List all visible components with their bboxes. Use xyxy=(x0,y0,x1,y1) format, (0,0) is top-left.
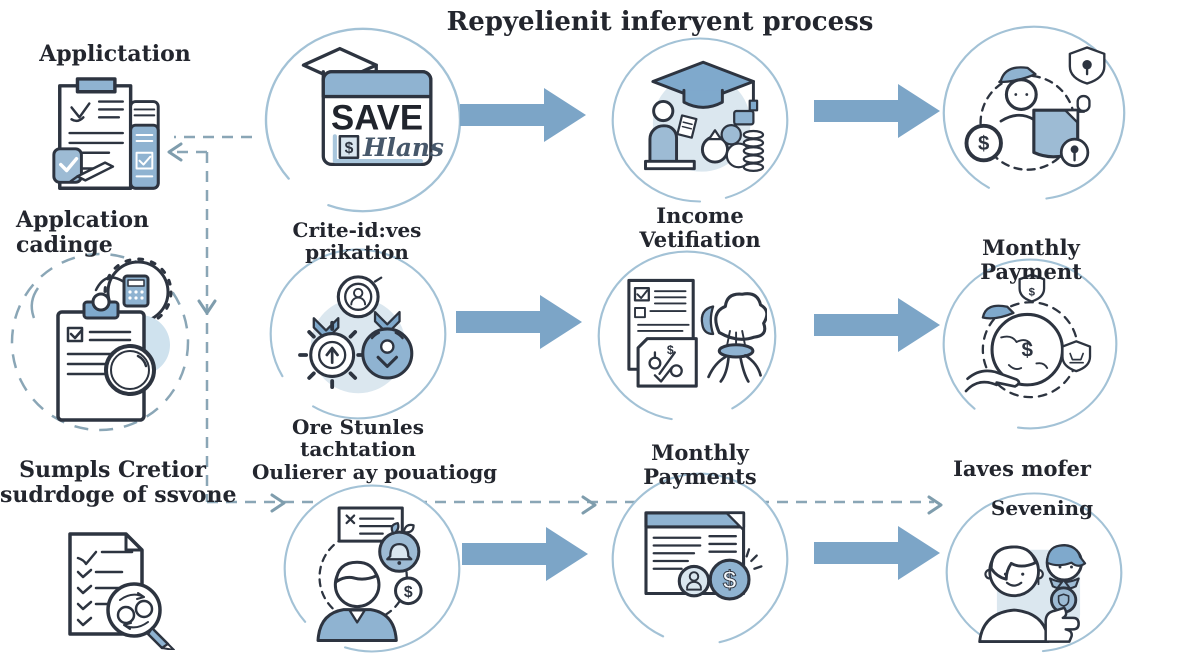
step-family-savings: Sevening xyxy=(944,491,1124,654)
label-iaves-mofer: Iaves mofer xyxy=(953,456,1091,481)
step-income-verification xyxy=(610,36,790,204)
invoice-coins-icon: $ xyxy=(644,510,763,601)
label-row3-line3: Oulierer ay pouatiogg xyxy=(252,459,498,484)
label-sumpls-line2: sudrdoge of ssvone xyxy=(0,481,237,508)
flow-arrow-icon xyxy=(462,527,588,581)
save-text: SAVE xyxy=(331,100,423,138)
step-documents-review: $ xyxy=(596,249,778,423)
flow-arrow-icon xyxy=(814,84,940,138)
documents-tree-icon: $ xyxy=(627,279,768,389)
plans-text: Hlans xyxy=(362,133,444,162)
step-borrower-alert: $ xyxy=(282,483,462,654)
borrower-alert-icon: $ xyxy=(316,506,423,643)
application-review-icon xyxy=(20,250,200,428)
processing-gears-icon xyxy=(297,275,414,394)
borrower-documents-icon: $ xyxy=(964,46,1106,171)
label-income-verification: Income Vetifiation xyxy=(639,203,761,252)
step-invoice: $ xyxy=(610,471,790,647)
flow-arrow-icon xyxy=(814,526,940,580)
flow-arrow-icon xyxy=(814,298,940,352)
label-criteria-application: Crite-id:ves prikation xyxy=(292,218,422,265)
save-plan-icon: SAVE $ Hlans xyxy=(301,47,444,167)
dollar-glyph: $ xyxy=(667,343,674,357)
income-verification-icon xyxy=(643,60,764,173)
label-monthly-payment: Monthly Payment xyxy=(980,235,1082,284)
step-borrower-documents: $ xyxy=(941,24,1127,202)
label-application-cadinge-line2: cadinge xyxy=(16,231,113,258)
application-form-icon xyxy=(44,74,172,202)
global-payment-icon: $ $ xyxy=(964,273,1091,399)
dollar-glyph: $ xyxy=(345,140,354,157)
flow-arrow-icon xyxy=(456,295,582,349)
shield-dollar-glyph: $ xyxy=(1028,287,1035,299)
label-monthly-payments: Monthly Payments xyxy=(643,440,757,489)
dollar-glyph: $ xyxy=(723,567,737,594)
label-application: Applictation xyxy=(39,41,191,67)
flow-arrow-icon xyxy=(460,88,586,142)
label-row3-line2: tachtation xyxy=(300,437,416,462)
dollar-glyph: $ xyxy=(1021,339,1033,362)
label-sevening: Sevening xyxy=(990,496,1094,520)
dollar-glyph: $ xyxy=(404,584,413,601)
page-title: Repyelienit inferyent process xyxy=(446,7,874,37)
label-sumpls-cretior: Sumpls Cretior sudrdoge of ssvone xyxy=(0,457,237,508)
label-application-cadinge: Applcation cadinge xyxy=(16,208,216,257)
label-row3-line1: Ore Stunles xyxy=(292,415,424,439)
step-save-plan: SAVE $ Hlans xyxy=(263,26,463,214)
dollar-glyph: $ xyxy=(978,133,990,155)
family-savings-icon xyxy=(978,543,1086,643)
label-row3-step1: Ore Stunles tachtation Oulierer ay pouat… xyxy=(252,415,498,484)
label-application-cadinge-line1: Applcation xyxy=(16,207,150,233)
document-checklist-icon xyxy=(48,518,178,651)
step-global-payment: $ $ xyxy=(941,257,1119,431)
step-processing xyxy=(268,247,448,421)
label-sumpls-line1: Sumpls Cretior xyxy=(19,457,206,483)
